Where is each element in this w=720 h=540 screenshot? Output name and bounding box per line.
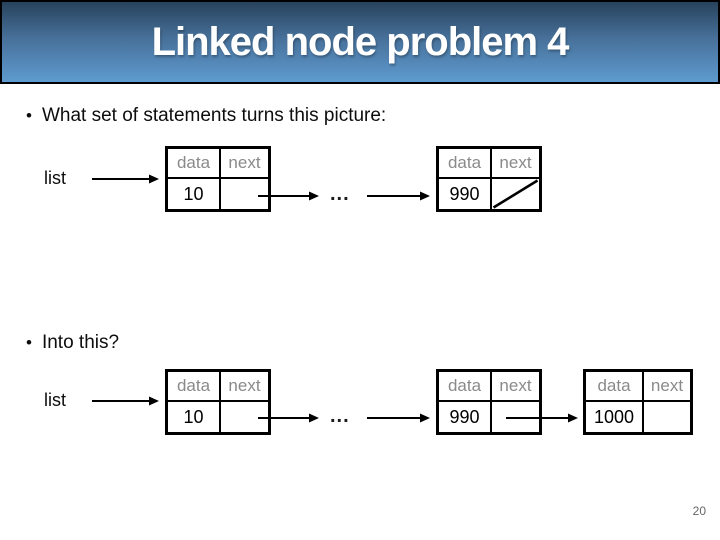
pointer-arrow [92, 174, 159, 184]
node-next-pointer-cell [492, 179, 539, 209]
pointer-arrow [367, 191, 430, 201]
ellipsis: ... [330, 405, 350, 427]
node-box-990-before: data next 990 [436, 146, 542, 212]
node-next-pointer-cell [221, 179, 268, 209]
pointer-arrow [367, 413, 430, 423]
node-next-pointer-cell [221, 402, 268, 432]
page-number: 20 [692, 504, 706, 518]
node-next-header: next [492, 149, 539, 179]
node-data-value: 990 [439, 402, 492, 432]
ellipsis: ... [330, 183, 350, 205]
node-data-header: data [439, 372, 492, 402]
bullet-into-this: • Into this? [26, 331, 119, 355]
bullet-text: Into this? [41, 332, 120, 353]
node-box-10-after: data next 10 [165, 369, 271, 435]
node-next-pointer-cell [492, 402, 539, 432]
pointer-arrow [92, 396, 159, 406]
slide-title-banner: Linked node problem 4 [0, 0, 720, 84]
node-data-header: data [168, 372, 221, 402]
node-box-1000-after: data next 1000 [583, 369, 693, 435]
slide-title: Linked node problem 4 [151, 19, 570, 64]
node-data-value: 1000 [586, 402, 644, 432]
node-next-pointer-cell [644, 402, 690, 432]
node-data-header: data [586, 372, 644, 402]
node-next-header: next [221, 372, 268, 402]
node-next-header: next [221, 149, 268, 179]
node-data-header: data [439, 149, 492, 179]
node-data-value: 10 [168, 179, 221, 209]
list-variable-label: list [44, 168, 66, 188]
node-data-value: 990 [439, 179, 492, 209]
list-variable-label: list [44, 390, 66, 410]
bullet-text: What set of statements turns this pictur… [41, 105, 387, 126]
node-box-10-before: data next 10 [165, 146, 271, 212]
bullet-marker: • [26, 333, 32, 352]
null-diagonal-icon [492, 179, 539, 209]
node-next-header: next [644, 372, 690, 402]
node-box-990-after: data next 990 [436, 369, 542, 435]
node-data-value: 10 [168, 402, 221, 432]
node-next-header: next [492, 372, 539, 402]
bullet-marker: • [26, 106, 32, 125]
bullet-what-set: • What set of statements turns this pict… [26, 104, 386, 128]
node-data-header: data [168, 149, 221, 179]
